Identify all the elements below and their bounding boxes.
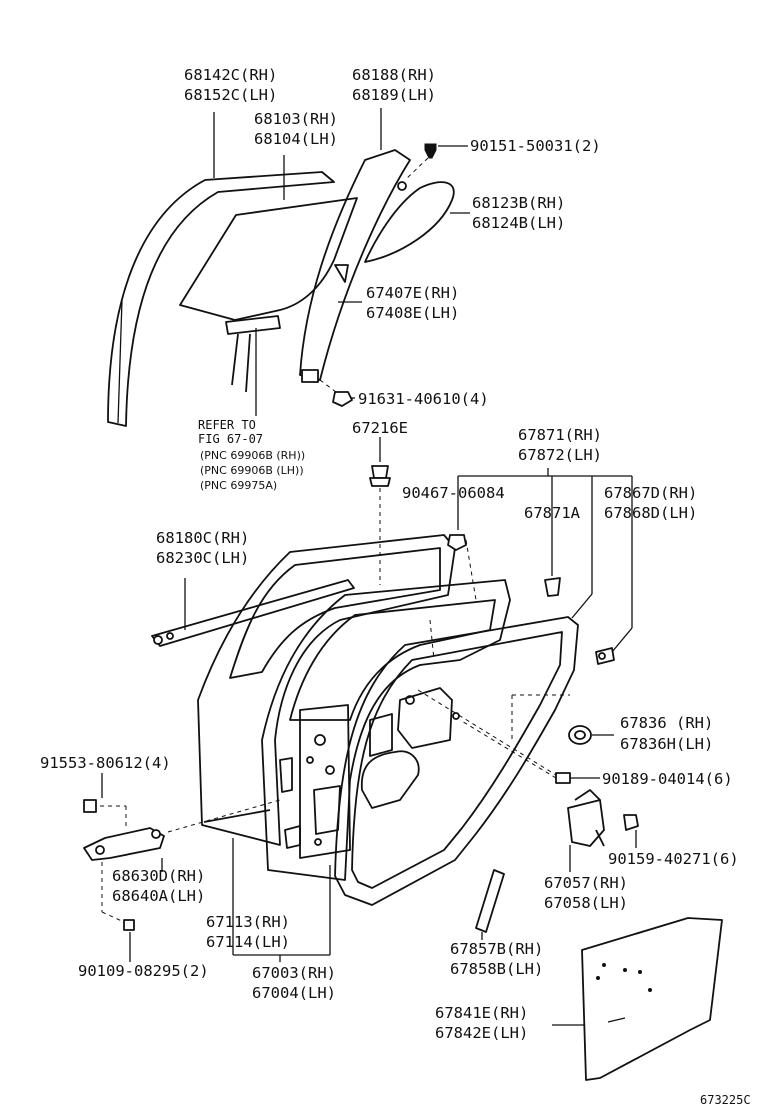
- label-67868D: 67868D(LH): [604, 504, 697, 522]
- label-68104: 68104(LH): [254, 130, 338, 148]
- label-68180C: 68180C(RH): [156, 529, 249, 547]
- door-glass: [179, 197, 358, 393]
- label-67114: 67114(LH): [206, 933, 290, 951]
- door-weatherstrip: [334, 616, 579, 906]
- label-67216E: 67216E: [352, 419, 408, 437]
- label-67857B: 67857B(RH): [450, 940, 543, 958]
- bolt-91631: [301, 369, 353, 407]
- label-91553: 91553-80612(4): [40, 754, 171, 772]
- label-67842E: 67842E(LH): [435, 1024, 528, 1042]
- belt-moulding: [151, 579, 355, 647]
- door-hinge: [83, 799, 281, 861]
- label-67841E: 67841E(RH): [435, 1004, 528, 1022]
- refer-note-line1: REFER TO: [198, 418, 256, 432]
- label-67408E: 67408E(LH): [366, 304, 459, 322]
- grommet-67836: [568, 725, 592, 745]
- refer-note-line2: FIG 67-07: [198, 432, 263, 446]
- diagram-id: 673225C: [700, 1093, 751, 1107]
- label-68103: 68103(RH): [254, 110, 338, 128]
- label-68188: 68188(RH): [352, 66, 436, 84]
- label-67836: 67836 (RH): [620, 714, 713, 732]
- label-90189: 90189-04014(6): [602, 770, 733, 788]
- dashed-guides: [417, 539, 570, 776]
- screw-90467: [447, 534, 467, 551]
- bolt-90109: [101, 862, 135, 931]
- clip-67216E: [369, 465, 391, 585]
- label-68230C: 68230C(LH): [156, 549, 249, 567]
- label-67058: 67058(LH): [544, 894, 628, 912]
- clip-67867D: [595, 647, 615, 665]
- bolt-91553: [83, 799, 127, 830]
- label-67871A: 67871A: [524, 504, 581, 522]
- label-67871: 67871(RH): [518, 426, 602, 444]
- label-68630D: 68630D(RH): [112, 867, 205, 885]
- label-68152C: 68152C(LH): [184, 86, 277, 104]
- door-trim-board: [581, 917, 723, 1081]
- screw-90159: [623, 814, 639, 831]
- label-68124B: 68124B(LH): [472, 214, 565, 232]
- label-90159: 90159-40271(6): [608, 850, 739, 868]
- service-hole-cover-shape: [361, 687, 460, 809]
- run-channel: [299, 149, 411, 381]
- label-67004: 67004(LH): [252, 984, 336, 1002]
- refer-note-pnc-3: (PNC 69975A): [200, 479, 277, 492]
- label-68142C: 68142C(RH): [184, 66, 277, 84]
- label-67057: 67057(RH): [544, 874, 628, 892]
- screw-90151: [404, 143, 437, 181]
- label-91631: 91631-40610(4): [358, 390, 489, 408]
- label-67872: 67872(LH): [518, 446, 602, 464]
- label-67836H: 67836H(LH): [620, 735, 713, 753]
- window-frame-channel: [107, 171, 335, 427]
- refer-note-pnc-1: (PNC 69906B (RH)): [200, 449, 305, 462]
- label-90467: 90467-06084: [402, 484, 505, 502]
- quarter-glass: [364, 181, 455, 263]
- door-lock: [567, 789, 605, 847]
- label-67407E: 67407E(RH): [366, 284, 459, 302]
- label-90109: 90109-08295(2): [78, 962, 209, 980]
- label-67113: 67113(RH): [206, 913, 290, 931]
- label-90151: 90151-50031(2): [470, 137, 601, 155]
- weatherstrip-67857B: [475, 869, 505, 933]
- label-67867D: 67867D(RH): [604, 484, 697, 502]
- screw-90189: [459, 719, 571, 784]
- label-68123B: 68123B(RH): [472, 194, 565, 212]
- leader-lines: [101, 108, 637, 1026]
- clip-67871A: [544, 577, 561, 597]
- label-68640A: 68640A(LH): [112, 887, 205, 905]
- inner-door-panel: [261, 579, 511, 881]
- label-67003: 67003(RH): [252, 964, 336, 982]
- label-67858B: 67858B(LH): [450, 960, 543, 978]
- refer-note-pnc-2: (PNC 69906B (LH)): [200, 464, 304, 477]
- label-68189: 68189(LH): [352, 86, 436, 104]
